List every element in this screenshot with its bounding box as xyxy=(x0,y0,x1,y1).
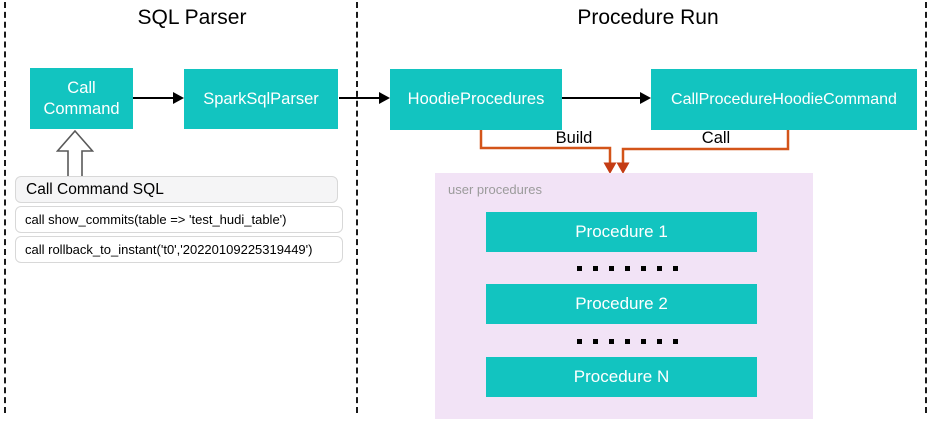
orange-connectors xyxy=(479,130,790,174)
node-spark-sql-parser: SparkSqlParser xyxy=(184,69,338,129)
sql-row-show-commits: call show_commits(table => 'test_hudi_ta… xyxy=(15,206,343,233)
node-procedure-n: Procedure N xyxy=(486,357,757,397)
middle-dashed-border xyxy=(356,2,358,413)
sql-row-rollback: call rollback_to_instant('t0','202201092… xyxy=(15,236,343,263)
node-call-procedure-hoodie-command: CallProcedureHoodieCommand xyxy=(651,69,917,130)
arrowhead-to-hoodie-icon xyxy=(379,92,390,104)
ellipsis-separator xyxy=(577,266,678,271)
arrow-line-parser-to-hoodie xyxy=(339,97,380,99)
section-title-procedure-run: Procedure Run xyxy=(577,6,719,29)
node-procedure-1: Procedure 1 xyxy=(486,212,757,252)
call-arrowhead-icon xyxy=(616,162,630,174)
node-hoodie-procedures: HoodieProcedures xyxy=(390,69,562,130)
section-title-sql-parser: SQL Parser xyxy=(137,6,247,29)
right-dashed-border xyxy=(925,2,927,413)
arrow-line-callcommand-to-parser xyxy=(133,97,174,99)
edge-label-call: Call xyxy=(701,129,731,147)
arrowhead-to-parser-icon xyxy=(173,92,184,104)
sql-panel-header: Call Command SQL xyxy=(15,176,338,203)
edge-label-build: Build xyxy=(555,129,593,147)
node-call-command: Call Command xyxy=(30,68,133,129)
build-arrowhead-icon xyxy=(603,162,617,174)
arrowhead-to-callproc-icon xyxy=(640,92,651,104)
hollow-up-arrow-icon xyxy=(56,130,94,179)
node-procedure-2: Procedure 2 xyxy=(486,284,757,324)
user-procedures-label: user procedures xyxy=(448,182,542,197)
arrow-line-hoodie-to-callproc xyxy=(562,97,641,99)
ellipsis-separator xyxy=(577,339,678,344)
left-dashed-border xyxy=(4,2,6,413)
user-procedures-panel: user procedures Procedure 1 Procedure 2 … xyxy=(435,173,813,419)
